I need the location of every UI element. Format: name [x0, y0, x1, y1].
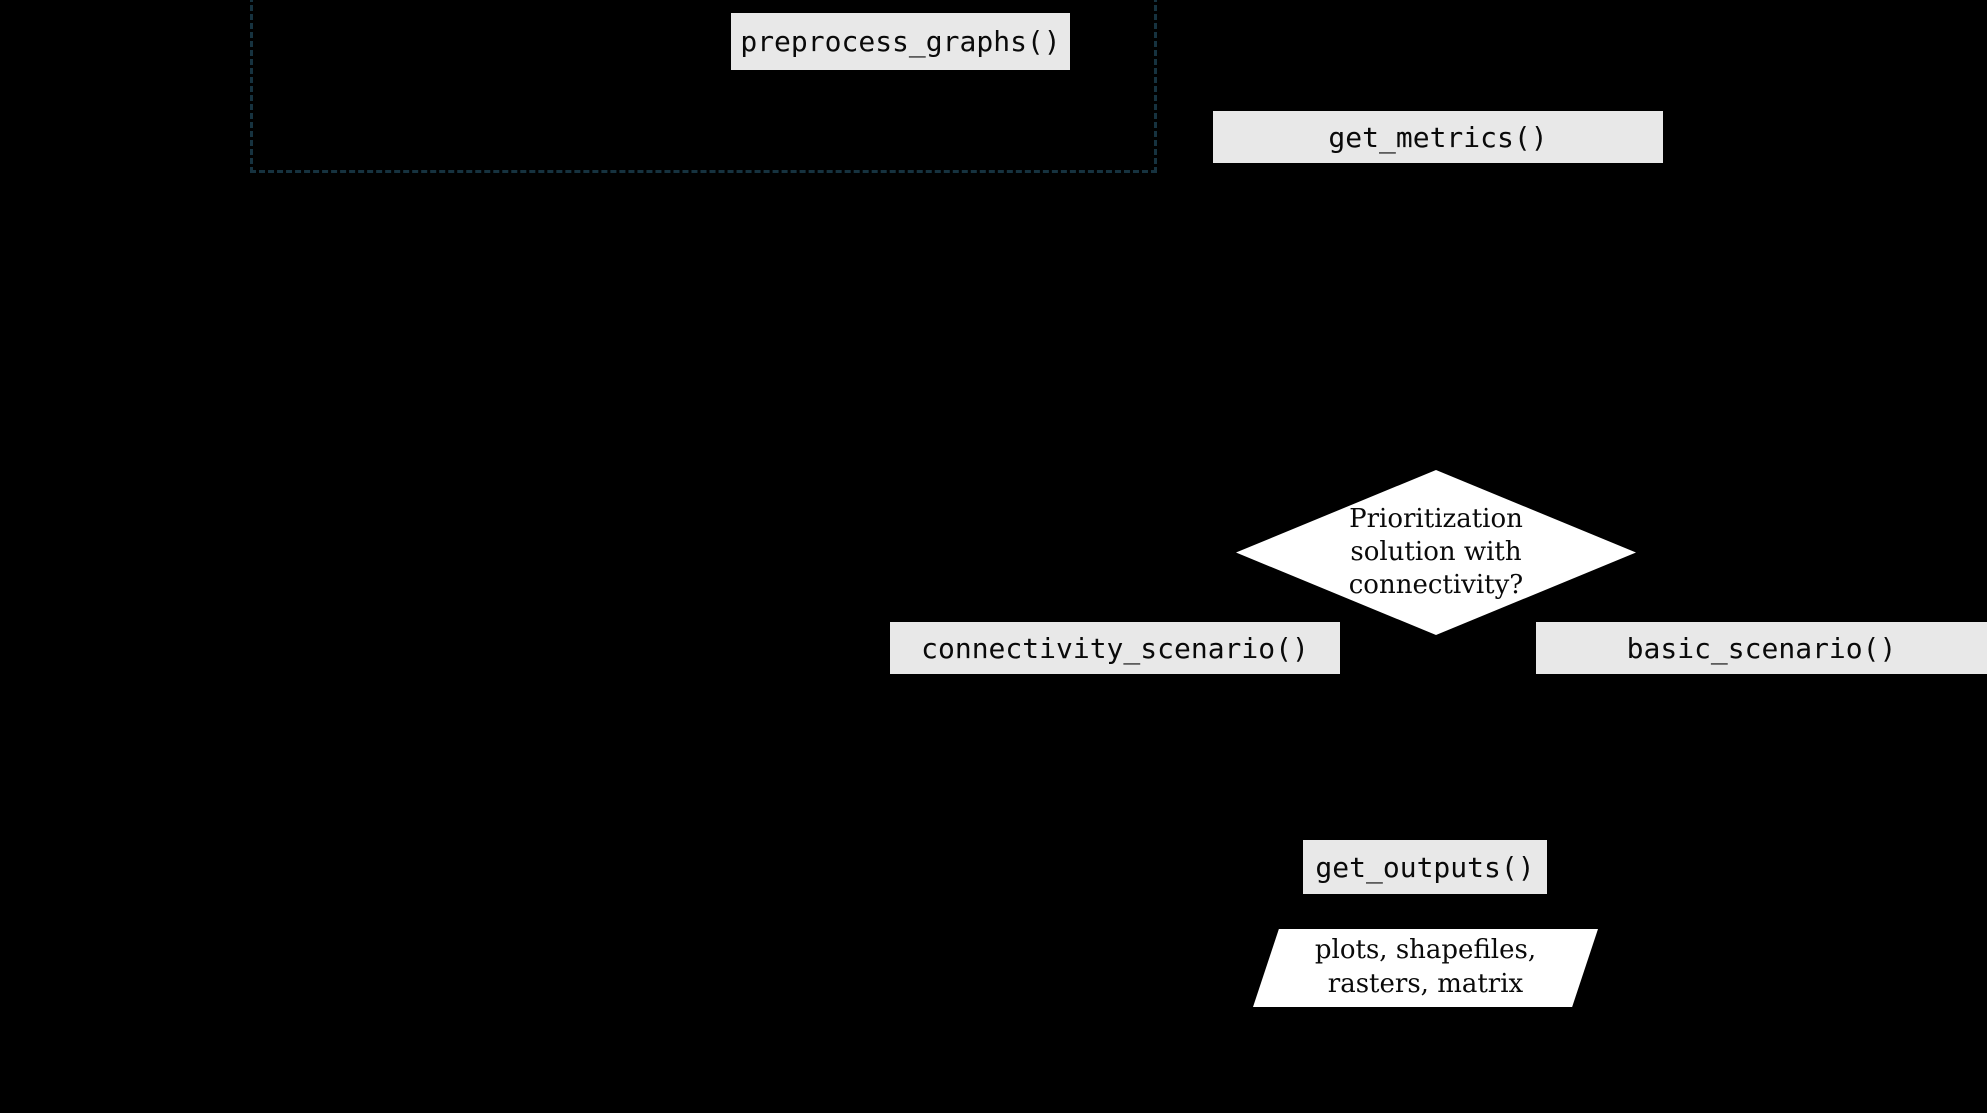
node-preprocess-graphs-label: preprocess_graphs(): [740, 25, 1061, 58]
node-connectivity-scenario[interactable]: connectivity_scenario(): [890, 622, 1340, 674]
node-outputs-artifacts[interactable]: plots, shapefiles, rasters, matrix: [1253, 929, 1598, 1007]
node-get-outputs[interactable]: get_outputs(): [1303, 840, 1547, 894]
node-get-metrics[interactable]: get_metrics(): [1213, 111, 1663, 163]
diamond-shape: [1236, 470, 1636, 635]
node-basic-scenario-label: basic_scenario(): [1626, 631, 1897, 665]
node-prioritization-decision[interactable]: Prioritization solution with connectivit…: [1236, 470, 1636, 635]
node-preprocess-graphs[interactable]: preprocess_graphs(): [731, 13, 1070, 70]
node-basic-scenario[interactable]: basic_scenario(): [1536, 622, 1987, 674]
preprocessing-group-region: [250, 0, 1157, 173]
node-get-outputs-label: get_outputs(): [1315, 850, 1535, 884]
node-get-metrics-label: get_metrics(): [1328, 120, 1548, 154]
parallelogram-shape: [1253, 929, 1598, 1007]
node-connectivity-scenario-label: connectivity_scenario(): [921, 631, 1309, 665]
